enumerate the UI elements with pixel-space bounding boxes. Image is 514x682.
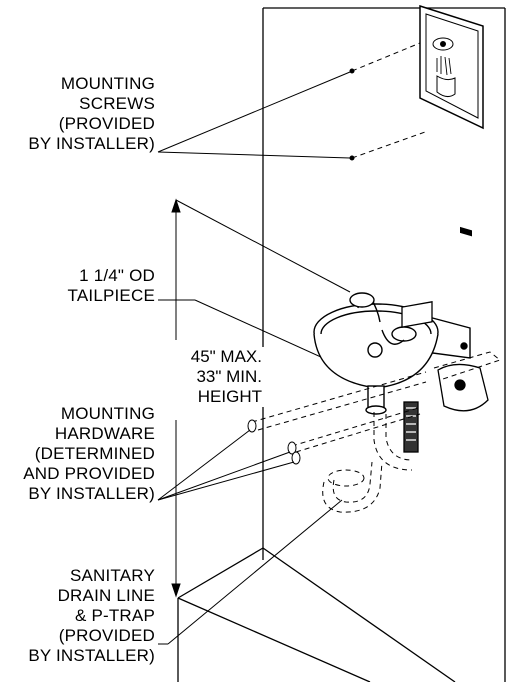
leader-mounting-screws — [157, 42, 426, 161]
supply-pipe — [322, 351, 502, 513]
valve-flag — [403, 401, 419, 453]
leader-drain-line — [158, 499, 343, 645]
anchor-bolts — [247, 419, 301, 465]
spray-head-left — [349, 292, 375, 308]
mounting-hardware-dashes — [251, 371, 427, 453]
height-dimension-label: 45" MAX. 33" MIN. HEIGHT — [178, 347, 264, 407]
tailpiece — [367, 385, 385, 409]
spray-head-right — [391, 326, 417, 342]
callout-tailpiece: 1 1/4" OD TAILPIECE — [67, 266, 155, 305]
leader-mounting-hardware — [157, 429, 295, 501]
spray-icon — [436, 56, 452, 76]
floor-back-edge — [177, 547, 264, 599]
height-dimension-line — [171, 198, 351, 598]
valve-assembly — [401, 301, 489, 453]
eyewash-sign — [419, 4, 484, 237]
drain-cap — [367, 342, 383, 358]
wall — [177, 7, 506, 682]
callout-mounting-screws: MOUNTING SCREWS (PROVIDED BY INSTALLER) — [28, 74, 155, 153]
floor-wall-junction — [262, 547, 456, 682]
callout-mounting-hardware: MOUNTING HARDWARE (DETERMINED AND PROVID… — [23, 404, 155, 503]
callout-drain-line: SANITARY DRAIN LINE & P-TRAP (PROVIDED B… — [28, 566, 155, 665]
eye-icon — [432, 37, 454, 51]
floor-diagonal-edge — [177, 597, 371, 682]
